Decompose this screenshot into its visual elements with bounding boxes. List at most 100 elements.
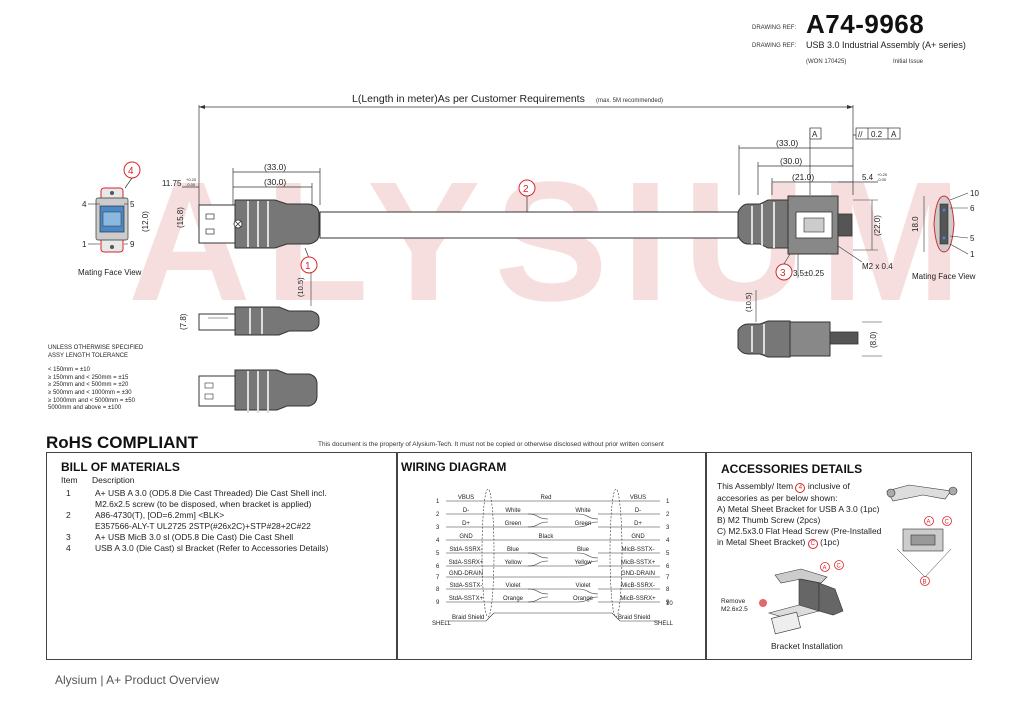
left-pin-4: 4 <box>82 200 87 209</box>
left-dim-78: (7.8) <box>179 313 188 330</box>
bom-desc-1a: A+ USB A 3.0 (OD5.8 Die Cast Threaded) D… <box>95 488 327 498</box>
accessories-text: This Assembly/ Item 4 inclusive of acces… <box>717 481 892 549</box>
wiring-right-color: Blue <box>577 547 590 553</box>
wiring-left-signal: GND <box>459 534 473 540</box>
wiring-twist <box>486 552 549 559</box>
wiring-left-pin: 8 <box>436 587 440 593</box>
accessories-intro-1: This Assembly/ Item <box>717 481 794 491</box>
accessory-item-b: B) M2 Thumb Screw (2pcs) <box>717 515 821 525</box>
remove-label-1: Remove <box>721 598 746 605</box>
tolerance-title-2: ASSY LENGTH TOLERANCE <box>48 352 129 359</box>
wiring-right-pin: 1 <box>666 499 670 505</box>
right-dim-105: (10.5) <box>744 292 753 312</box>
bracket-illustration: B A C A C <box>759 484 958 635</box>
wiring-right-pin: 3 <box>666 525 670 531</box>
left-pin-5: 5 <box>130 200 135 209</box>
right-mating-face-label: Mating Face View <box>912 272 976 281</box>
bom-desc-2b: E357566-ALY-T UL2725 2STP(#26x2C)+STP#28… <box>95 521 311 531</box>
assembly-drawing: ALYSIUM L(Length in meter)As per Custome… <box>78 93 979 413</box>
datum-a: A <box>812 130 818 139</box>
wiring-left-color: Red <box>540 495 551 501</box>
wiring-right-signal: GND-DRAIN <box>621 571 655 577</box>
wiring-right-pin: 6 <box>666 564 670 570</box>
wiring-right-signal: VBUS <box>630 495 646 501</box>
property-notice: This document is the property of Alysium… <box>318 441 664 448</box>
left-dim-30: (30.0) <box>264 177 286 187</box>
wiring-right-signal: MicB-SSRX- <box>621 583 655 589</box>
wiring-left-color: Green <box>505 521 522 527</box>
tolerance-row: ≥ 1000mm and < 5000mm = ±50 <box>48 397 135 404</box>
left-dim-1175: 11.75 <box>162 179 182 188</box>
wiring-left-signal: StdA-SSRX- <box>449 547 482 553</box>
left-side-overmold <box>234 306 320 336</box>
wiring-right-signal: D- <box>635 508 641 514</box>
left-dim-105: (10.5) <box>296 277 305 297</box>
bom-desc-1b: M2.6x2.5 screw (to be disposed, when bra… <box>95 499 312 509</box>
wiring-braid-left: Braid Shield <box>452 615 484 621</box>
wiring-right-pin: 5 <box>666 551 670 557</box>
left-side-plug <box>198 313 236 331</box>
right-pin-10: 10 <box>970 189 979 198</box>
accessory-item-c: C) M2.5x3.0 Flat Head Screw (Pre-Install… <box>717 526 882 536</box>
accessory-item-c-qty: (1pc) <box>820 537 840 547</box>
wiring-twist <box>577 588 599 595</box>
wiring-left-color: Yellow <box>504 560 522 566</box>
remove-screw-icon <box>759 599 767 607</box>
wiring-right-pin: 7 <box>666 575 670 581</box>
wiring-left-color: Blue <box>507 547 520 553</box>
bom-title: BILL OF MATERIALS <box>61 460 180 474</box>
issue-status: Initial Issue <box>893 59 924 65</box>
length-label: L(Length in meter)As per Customer Requir… <box>352 93 585 105</box>
wiring-right-signal: GND <box>631 534 645 540</box>
callout-4-label: 4 <box>128 166 134 177</box>
left-mating-face-label: Mating Face View <box>78 268 142 277</box>
wiring-left-color: Black <box>539 534 555 540</box>
wiring-twist <box>486 513 549 520</box>
right-mating-face-dim: 18.0 <box>911 216 920 232</box>
won-number: (WON 170425) <box>806 59 847 65</box>
footer-label: Alysium | A+ Product Overview <box>55 673 220 687</box>
wiring-right-signal: MicB-SSRX+ <box>620 596 656 602</box>
wiring-right-pin: 4 <box>666 538 670 544</box>
wiring-left-signal: D+ <box>462 521 470 527</box>
right-pin-6: 6 <box>970 204 975 213</box>
right-dim-21: (21.0) <box>792 172 814 182</box>
callout-1-label: 1 <box>305 261 311 272</box>
wiring-twist <box>577 513 599 520</box>
wiring-left-pin: 4 <box>436 538 440 544</box>
accessories-intro-2: inclusive of <box>807 481 850 491</box>
bracket-exploded-view: B A C <box>886 484 958 586</box>
right-side-shell <box>789 321 831 357</box>
bom-panel: BILL OF MATERIALS Item Description 1 A+ … <box>46 452 397 660</box>
drawing-ref-label-2: DRAWING REF: <box>752 43 797 49</box>
callout-2-label: 2 <box>523 184 529 195</box>
wiring-right-color: Orange <box>573 596 594 602</box>
accessories-intro-3: accesories as per below shown: <box>717 493 838 503</box>
left-mating-face-dim: (12.0) <box>141 211 150 232</box>
wiring-title: WIRING DIAGRAM <box>401 460 507 474</box>
wiring-left-pin: 2 <box>436 512 440 518</box>
tolerance-row: ≥ 150mm and < 250mm = ±15 <box>48 374 129 381</box>
wiring-left-color: Violet <box>506 583 521 589</box>
right-dim-22: (22.0) <box>873 215 882 236</box>
drawing-ref-label: DRAWING REF: <box>752 25 797 31</box>
tolerance-row: < 150mm = ±10 <box>48 367 90 374</box>
wiring-left-signal: VBUS <box>458 495 474 501</box>
gdt-value: 0.2 <box>871 130 883 139</box>
wiring-braid-right: Braid Shield <box>618 615 650 621</box>
wiring-twist <box>577 560 599 567</box>
gdt-parallel: // <box>858 130 863 139</box>
left-dim-1175-tol-top: +0.20 <box>186 177 197 182</box>
cable <box>319 211 739 239</box>
accessories-title: ACCESSORIES DETAILS <box>721 462 863 476</box>
wiring-right-pin: 8 <box>666 587 670 593</box>
bracket-callout-c: C <box>945 520 950 526</box>
bom-item-3: 3 <box>66 532 71 542</box>
bracket-callout-a: A <box>927 520 931 526</box>
bom-desc-4: USB A 3.0 (Die Cast) sl Bracket (Refer t… <box>95 543 329 553</box>
accessory-item-a: A) Metal Sheet Bracket for USB A 3.0 (1p… <box>717 504 880 514</box>
accessories-panel: ACCESSORIES DETAILS This Assembly/ Item … <box>706 452 972 660</box>
wiring-twist <box>577 552 599 559</box>
bom-desc-2a: A86-4730(T), [OD=6.2mm] <BLK> <box>95 510 225 520</box>
